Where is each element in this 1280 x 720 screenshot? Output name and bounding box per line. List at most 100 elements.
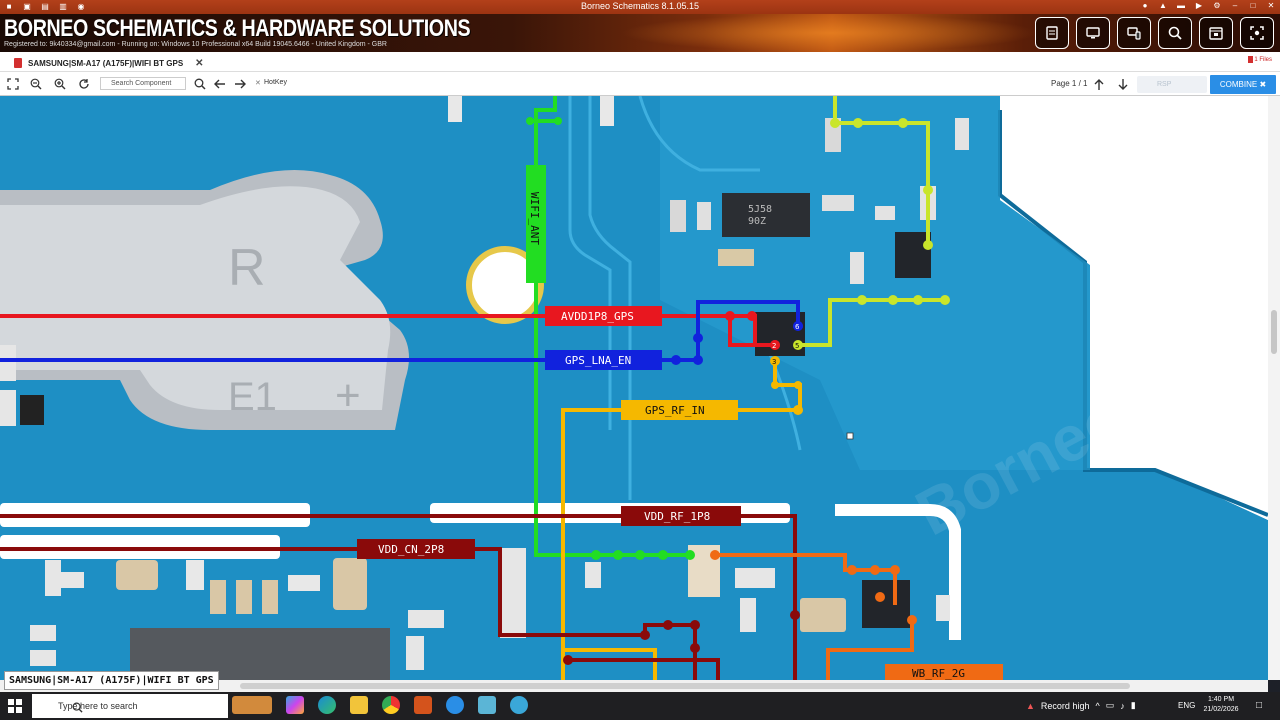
- window-controls: ● ▲ ▬ ▶ ⚙ – □ ✕: [1140, 1, 1276, 11]
- page-up-button[interactable]: [1092, 77, 1106, 91]
- pcb-trace-1: [568, 96, 612, 430]
- refresh-button[interactable]: [77, 77, 91, 91]
- components: [0, 96, 969, 670]
- open-icon[interactable]: ▤: [41, 2, 49, 11]
- net-vdd-rf-1p8[interactable]: VDD_RF_1P8: [0, 506, 800, 680]
- fit-page-button[interactable]: [6, 77, 20, 91]
- board-canvas[interactable]: R E1 + 5J58 90Z: [0, 96, 1268, 680]
- net-label-bg-gps-rf-in: [621, 400, 738, 420]
- weather-status[interactable]: Record high: [1040, 700, 1090, 711]
- filter-input[interactable]: RSP: [1137, 76, 1207, 93]
- network-icon[interactable]: ▭: [1105, 700, 1115, 710]
- net-label-avdd1p8-gps: AVDD1P8_GPS: [561, 310, 634, 323]
- capture-icon: [1250, 26, 1264, 40]
- banner-tools: [1035, 17, 1274, 49]
- chip-marking-1: 5J58: [748, 204, 772, 215]
- taskbar-clock[interactable]: 1:40 PM 21/02/2026: [1198, 695, 1244, 715]
- taskbar-apps: [232, 696, 528, 714]
- close-tab-icon[interactable]: ✕: [195, 57, 204, 69]
- save-icon[interactable]: ▣: [23, 2, 31, 11]
- net-label-gps-rf-in: GPS_RF_IN: [645, 404, 705, 417]
- search-button[interactable]: [193, 77, 207, 91]
- notification-icon[interactable]: □: [1256, 700, 1263, 711]
- tray-chevron-icon[interactable]: ^: [1095, 700, 1100, 711]
- notes-button[interactable]: [1035, 17, 1069, 49]
- fit-screen-icon: [7, 78, 19, 90]
- ic-pin-markers: 6 2 5 3: [770, 321, 803, 366]
- input-language[interactable]: ENG: [1178, 701, 1196, 710]
- chip-marking-2: 90Z: [748, 216, 766, 227]
- hand-cursor-icon: [846, 432, 854, 440]
- pad-corner: [835, 504, 961, 640]
- board-viewer[interactable]: R E1 + 5J58 90Z: [0, 96, 1268, 680]
- app-icon[interactable]: ■: [6, 2, 12, 11]
- settings-icon[interactable]: ⚙: [1213, 1, 1221, 10]
- combine-button[interactable]: COMBINE ✖: [1210, 75, 1276, 94]
- combine-label: COMBINE: [1219, 80, 1258, 89]
- vertical-scroll-thumb[interactable]: [1271, 310, 1277, 354]
- net-avdd1p8-gps[interactable]: AVDD1P8_GPS: [0, 306, 780, 350]
- shield-silkscreen-r: R: [228, 239, 266, 297]
- borneo-app-icon[interactable]: [414, 696, 432, 714]
- chrome-icon[interactable]: [382, 696, 400, 714]
- hotkey-toggle[interactable]: HotKey: [264, 79, 287, 86]
- search-icon: [72, 702, 83, 713]
- horizontal-scroll-thumb[interactable]: [240, 683, 1130, 689]
- volume-icon[interactable]: ♪: [1120, 700, 1125, 711]
- windows-start-icon[interactable]: [8, 699, 22, 713]
- file-explorer-icon[interactable]: [350, 696, 368, 714]
- notes-icon: [1046, 26, 1058, 40]
- back-button[interactable]: [212, 77, 226, 91]
- shield-silkscreen-e1: E1: [228, 375, 277, 419]
- shield-clip-shade: [0, 186, 391, 410]
- monitor-button[interactable]: [1076, 17, 1110, 49]
- chat-icon[interactable]: ▬: [1177, 1, 1185, 10]
- net-wifi-ant[interactable]: WIFI_ANT: [526, 96, 695, 560]
- maximize-button[interactable]: □: [1250, 1, 1256, 10]
- files-badge[interactable]: 1 Files: [1247, 56, 1272, 63]
- window-titlebar: ■ ▣ ▤ ▥ ◉ Borneo Schematics 8.1.05.15 ● …: [0, 0, 1280, 14]
- tab-document[interactable]: SAMSUNG|SM-A17 (A175F)|WIFI BT GPS ✕: [10, 55, 208, 71]
- edge-icon[interactable]: [318, 696, 336, 714]
- net-gps-lna-en[interactable]: GPS_LNA_EN: [0, 300, 803, 370]
- zoom-in-button[interactable]: [53, 77, 67, 91]
- video-icon[interactable]: ▶: [1195, 1, 1203, 10]
- component-search-input[interactable]: Search Component: [100, 77, 186, 90]
- browser-icon[interactable]: ◉: [77, 2, 85, 11]
- zoom-in-icon: [54, 78, 66, 90]
- horizontal-scrollbar[interactable]: [0, 680, 1268, 692]
- net-upper-yellow[interactable]: [800, 96, 950, 347]
- arrow-right-icon: [234, 79, 246, 89]
- settings-gear-icon[interactable]: [446, 696, 464, 714]
- shield-silkscreen-plus: +: [335, 371, 361, 420]
- cat-app-icon[interactable]: [232, 696, 272, 714]
- print-icon[interactable]: ▥: [59, 2, 67, 11]
- notes-app-icon[interactable]: [478, 696, 496, 714]
- page-down-button[interactable]: [1116, 77, 1130, 91]
- zoom-out-button[interactable]: [29, 77, 43, 91]
- net-wb-rf-2g[interactable]: WB_RF_2G: [710, 550, 1003, 680]
- net-gps-rf-in[interactable]: GPS_RF_IN: [561, 360, 803, 680]
- clock-time: 1:40 PM: [1207, 696, 1235, 703]
- net-label-bg-vdd-rf-1p8: [621, 506, 741, 526]
- net-label-vdd-rf-1p8: VDD_RF_1P8: [644, 510, 710, 523]
- battery-icon[interactable]: ▮: [1130, 700, 1136, 710]
- forward-button[interactable]: [233, 77, 247, 91]
- devices-button[interactable]: [1117, 17, 1151, 49]
- taskbar-search-input[interactable]: Type here to search: [32, 694, 228, 718]
- copilot-icon[interactable]: [286, 696, 304, 714]
- capture-button[interactable]: [1240, 17, 1274, 49]
- zoom-out-icon: [30, 78, 42, 90]
- close-button[interactable]: ✕: [1267, 1, 1275, 10]
- vertical-scrollbar[interactable]: [1268, 96, 1280, 680]
- user-icon[interactable]: ●: [1142, 1, 1148, 10]
- monitor-icon: [1086, 27, 1100, 39]
- zoom-search-button[interactable]: [1158, 17, 1192, 49]
- net-vdd-cn-2p8[interactable]: VDD_CN_2P8: [0, 539, 720, 680]
- minimize-button[interactable]: –: [1232, 1, 1238, 10]
- calendar-button[interactable]: [1199, 17, 1233, 49]
- camera-app-icon[interactable]: [510, 696, 528, 714]
- pdf-icon: [14, 58, 22, 68]
- pcb-region-light: [660, 96, 1090, 470]
- cart-icon[interactable]: ▲: [1159, 1, 1167, 10]
